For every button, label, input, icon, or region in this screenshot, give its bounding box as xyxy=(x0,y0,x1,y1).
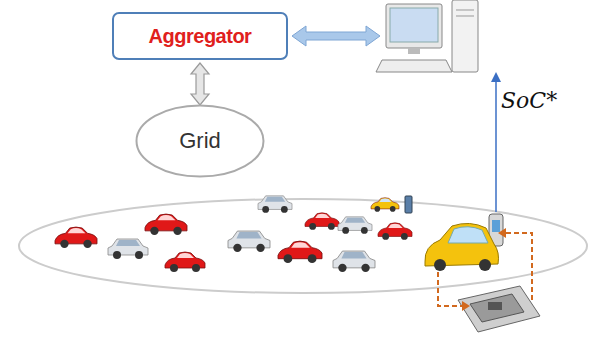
car xyxy=(55,227,97,248)
car xyxy=(258,196,292,213)
loop-arrowhead xyxy=(462,301,470,311)
car xyxy=(333,251,375,272)
car xyxy=(165,252,205,272)
ev-car xyxy=(425,223,499,271)
control-board xyxy=(458,286,540,332)
signal-label: SoC* xyxy=(499,88,559,113)
data-arrowhead xyxy=(491,72,501,82)
car xyxy=(338,217,372,234)
node-label: Grid xyxy=(179,128,221,154)
car xyxy=(278,241,322,263)
data-line xyxy=(495,74,497,212)
car xyxy=(378,223,412,240)
loop-arrowhead xyxy=(498,228,506,238)
cars xyxy=(55,196,499,272)
car xyxy=(305,213,339,230)
car xyxy=(228,231,270,252)
node-label: Aggregator xyxy=(149,25,252,48)
car xyxy=(108,239,148,259)
power-arrow xyxy=(191,63,209,105)
comm-arrow xyxy=(292,26,380,46)
car xyxy=(145,214,187,235)
small-charger-icon xyxy=(405,196,412,213)
aggregator-box: Aggregator xyxy=(112,12,288,60)
parking-area xyxy=(19,199,587,293)
computer-icon xyxy=(376,0,478,72)
car xyxy=(371,198,399,212)
grid-ellipse: Grid xyxy=(135,104,265,178)
